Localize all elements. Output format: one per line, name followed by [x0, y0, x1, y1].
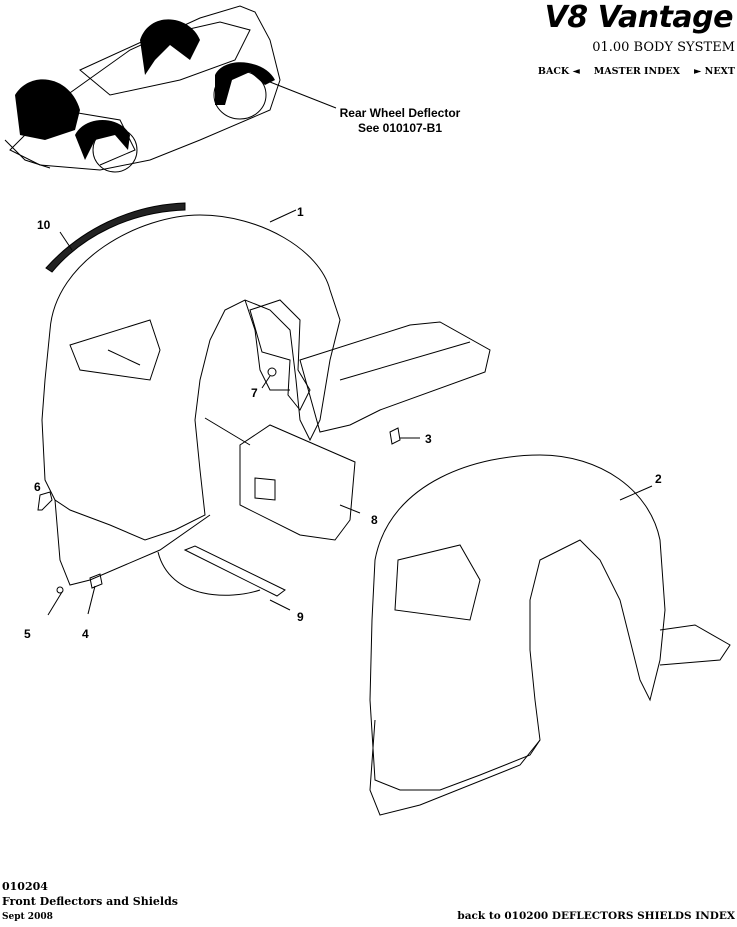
callout-8: 8	[371, 513, 378, 527]
rear-note-line2: See 010107-B1	[357, 121, 443, 135]
next-link[interactable]: ► NEXT	[694, 66, 735, 77]
system-title: 01.00 BODY SYSTEM	[592, 40, 735, 55]
diagram-title: Front Deflectors and Shields	[2, 895, 178, 908]
master-index-link[interactable]: MASTER INDEX	[593, 66, 681, 77]
callout-3: 3	[425, 432, 432, 446]
rear-note-line1: Rear Wheel Deflector	[339, 106, 461, 120]
callout-9: 9	[297, 610, 304, 624]
callout-5: 5	[24, 627, 31, 641]
diagram-date: Sept 2008	[2, 912, 53, 922]
diagram-code: 010204	[2, 880, 48, 893]
car-deflector-highlights	[15, 19, 275, 160]
callout-10: 10	[37, 218, 51, 232]
back-to-index-link[interactable]: back to 010200 DEFLECTORS SHIELDS INDEX	[457, 910, 735, 922]
nav-row: BACK ◄ MASTER INDEX ► NEXT	[538, 66, 735, 77]
brand-logo: V8 Vantage	[544, 0, 734, 35]
callout-2: 2	[655, 472, 662, 486]
rear-deflector-note: Rear Wheel Deflector See 010107-B1	[330, 106, 470, 136]
callout-7: 7	[251, 386, 258, 400]
callout-6: 6	[34, 480, 41, 494]
callout-1: 1	[297, 205, 304, 219]
callout-4: 4	[82, 627, 89, 641]
back-link[interactable]: BACK ◄	[537, 66, 580, 77]
